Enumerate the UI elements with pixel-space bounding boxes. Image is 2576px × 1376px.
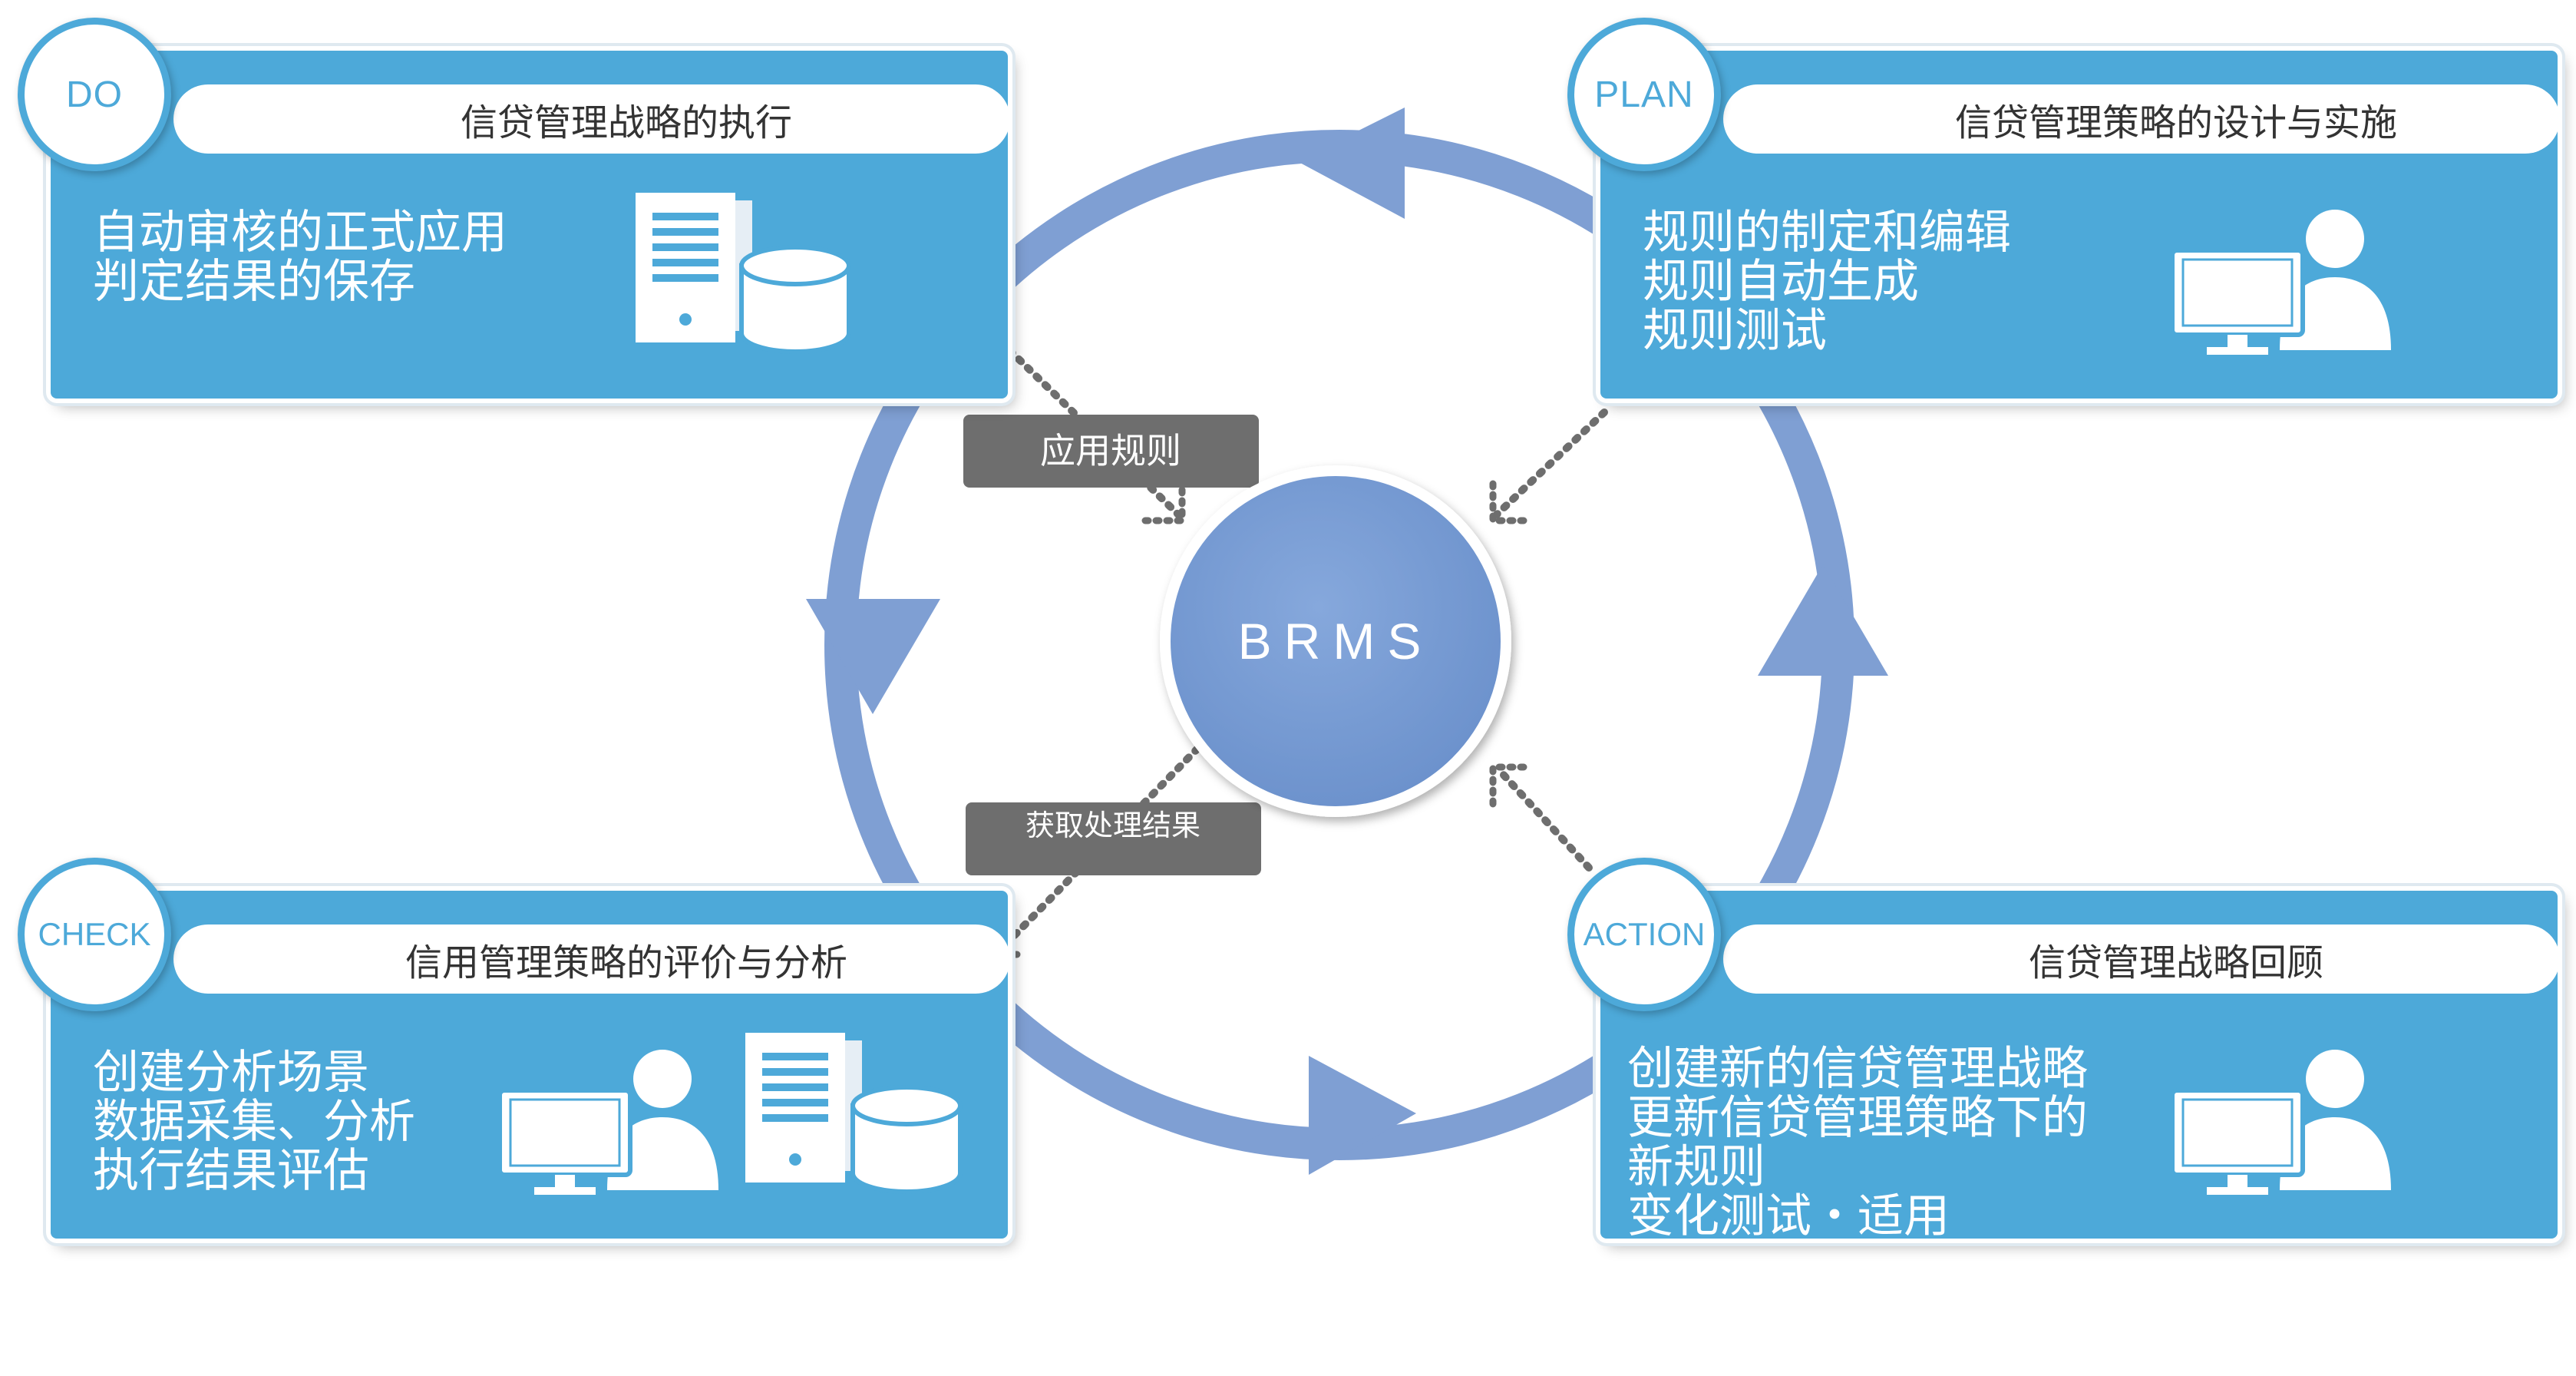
list-item: 创建新的信贷管理战略 <box>1627 1042 2088 1096</box>
panel-check: 信用管理策略的评价与分析 CHECK 创建分析场景 数据采集、分析 执行结果评估 <box>18 858 1010 1239</box>
connector-arrowhead-plan <box>1489 480 1534 524</box>
get-results-tag <box>966 802 1261 875</box>
list-item: 执行结果评估 <box>93 1144 369 1198</box>
list-item: 规则测试 <box>1643 304 1827 358</box>
list-item: 创建分析场景 <box>93 1046 369 1100</box>
panel-do-title: 信贷管理战略的执行 <box>173 84 1010 154</box>
list-item: 判定结果的保存 <box>93 255 415 309</box>
panel-do: 信贷管理战略的执行 DO 自动审核的正式应用 判定结果的保存 <box>18 18 1010 399</box>
user-at-computer-icon <box>2172 210 2391 355</box>
panel-do-items: 自动审核的正式应用 判定结果的保存 <box>93 208 507 306</box>
user-at-computer-icon <box>500 1050 718 1195</box>
panel-check-title: 信用管理策略的评价与分析 <box>173 925 1010 994</box>
panel-action-title: 信贷管理战略回顾 <box>1723 925 2560 994</box>
arrow-head-top <box>1297 108 1405 219</box>
database-icon <box>850 1085 963 1194</box>
list-item: 变化测试・适用 <box>1627 1189 1950 1243</box>
badge-check: CHECK <box>18 858 171 1011</box>
arrow-head-right <box>1758 564 1888 676</box>
badge-plan: PLAN <box>1567 18 1721 171</box>
panel-action: 信贷管理战略回顾 ACTION 创建新的信贷管理战略 更新信贷管理策略下的 新规… <box>1567 858 2560 1241</box>
connector-arrowhead-action <box>1489 763 1534 808</box>
panel-plan-title: 信贷管理策略的设计与实施 <box>1723 84 2560 154</box>
connector-arrowhead-do <box>1141 480 1186 524</box>
panel-action-items: 创建新的信贷管理战略 更新信贷管理策略下的 新规则 变化测试・适用 <box>1627 1044 2088 1241</box>
panel-plan-items: 规则的制定和编辑 规则自动生成 规则测试 <box>1643 208 2011 356</box>
list-item: 新规则 <box>1627 1140 1765 1194</box>
brms-center-circle <box>1160 465 1511 817</box>
apply-rules-tag <box>963 415 1259 488</box>
arrow-head-left <box>806 599 940 714</box>
brms-label: BRMS <box>1238 613 1434 670</box>
panel-plan: 信贷管理策略的设计与实施 PLAN 规则的制定和编辑 规则自动生成 规则测试 <box>1567 18 2560 399</box>
arrow-head-bottom <box>1309 1056 1416 1175</box>
list-item: 自动审核的正式应用 <box>93 206 507 260</box>
apply-rules-label: 应用规则 <box>1040 430 1181 471</box>
connector-plan-to-center <box>1493 408 1608 518</box>
badge-do: DO <box>18 18 171 171</box>
panel-check-items: 创建分析场景 数据采集、分析 执行结果评估 <box>93 1048 415 1196</box>
badge-action: ACTION <box>1567 858 1721 1011</box>
database-icon <box>739 245 851 354</box>
list-item: 规则自动生成 <box>1643 255 1919 309</box>
list-item: 更新信贷管理策略下的 <box>1627 1091 2088 1145</box>
list-item: 规则的制定和编辑 <box>1643 206 2011 260</box>
user-at-computer-icon <box>2172 1050 2391 1195</box>
list-item: 数据采集、分析 <box>93 1095 415 1149</box>
connector-action-to-center <box>1497 768 1593 872</box>
get-results-label: 获取处理结果 <box>1025 809 1200 842</box>
